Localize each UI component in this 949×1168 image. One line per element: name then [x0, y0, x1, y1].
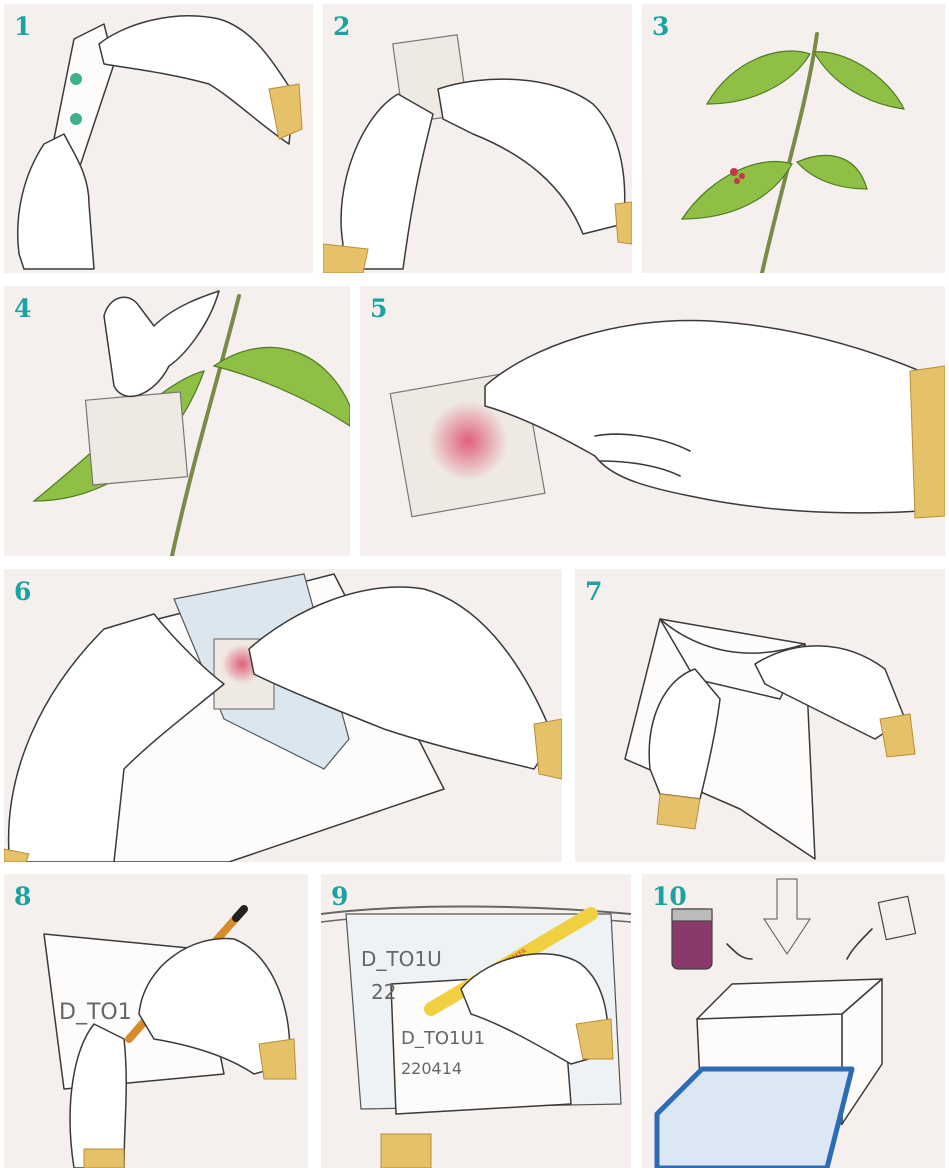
panel-5: 5 — [360, 286, 945, 556]
step-number-5: 5 — [370, 294, 387, 323]
written-label-9-top-number: 22 — [371, 980, 396, 1004]
step-number-9: 9 — [331, 882, 348, 911]
panel-8: 8 D_TO1 — [4, 874, 308, 1168]
illustration-swabbing-leaf — [4, 286, 350, 556]
written-label-9-top: D_TO1U — [361, 947, 442, 971]
step-number-4: 4 — [14, 294, 31, 323]
panel-6: 6 — [4, 569, 562, 862]
step-number-10: 10 — [652, 882, 687, 911]
illustration-inspecting-stained-gauze — [360, 286, 945, 556]
step-number-1: 1 — [14, 12, 31, 41]
written-date-9: 220414 — [401, 1059, 462, 1078]
step-number-8: 8 — [14, 882, 31, 911]
panel-4: 4 — [4, 286, 350, 556]
illustration-swab-package — [4, 4, 313, 273]
panel-7: 7 — [575, 569, 945, 862]
illustration-storing-in-box — [642, 874, 945, 1168]
panel-2: 2 — [323, 4, 632, 273]
illustration-folding-envelope — [575, 569, 945, 862]
illustration-plant-with-stain — [642, 4, 945, 273]
step-number-6: 6 — [14, 577, 31, 606]
step-number-7: 7 — [585, 577, 602, 606]
step-number-3: 3 — [652, 12, 669, 41]
illustration-unfolding-gauze — [323, 4, 632, 273]
written-label-8: D_TO1 — [59, 1000, 132, 1025]
panel-3: 3 — [642, 4, 945, 273]
panel-9: 9 D_TO1U 22 D_TO1U1 220414 PERMANENT MAR… — [321, 874, 631, 1168]
illustration-labeling-envelope: D_TO1 — [4, 874, 308, 1168]
illustration-placing-gauze-in-envelope — [4, 569, 562, 862]
written-label-9: D_TO1U1 — [401, 1028, 485, 1049]
illustration-writing-on-bag: D_TO1U 22 D_TO1U1 220414 PERMANENT MARKE… — [321, 874, 631, 1168]
panel-1: 1 — [4, 4, 313, 273]
step-number-2: 2 — [333, 12, 350, 41]
panel-10: 10 — [642, 874, 945, 1168]
